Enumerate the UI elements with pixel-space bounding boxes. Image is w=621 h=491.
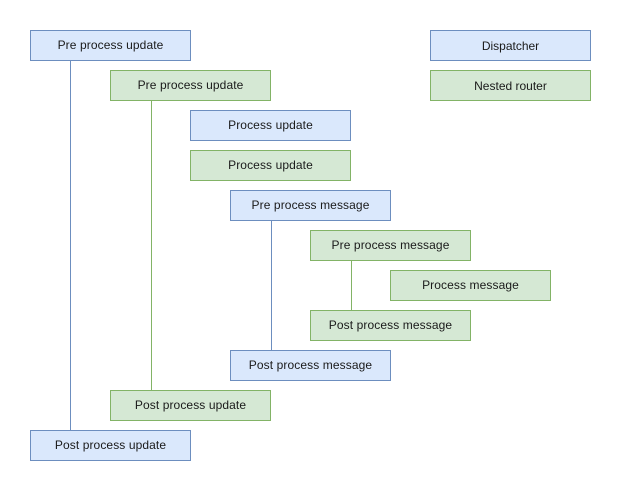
node-process-message-router[interactable]: Process message — [390, 270, 551, 301]
node-label: Process message — [422, 278, 519, 293]
node-label: Process update — [228, 158, 313, 173]
node-post-process-message-router[interactable]: Post process message — [310, 310, 471, 341]
node-process-update-dispatcher[interactable]: Process update — [190, 110, 351, 141]
node-pre-process-message-dispatcher[interactable]: Pre process message — [230, 190, 391, 221]
legend-label: Dispatcher — [481, 38, 540, 53]
node-pre-process-update-dispatcher[interactable]: Pre process update — [30, 30, 191, 61]
node-post-process-message-dispatcher[interactable]: Post process message — [230, 350, 391, 381]
legend-label: Nested router — [474, 78, 547, 93]
node-label: Post process message — [248, 358, 373, 373]
node-process-update-router[interactable]: Process update — [190, 150, 351, 181]
node-label: Post process message — [328, 318, 453, 333]
node-pre-process-update-router[interactable]: Pre process update — [110, 70, 271, 101]
node-label: Pre process message — [331, 238, 450, 253]
connector-outer-dispatcher — [70, 61, 71, 430]
node-post-process-update-dispatcher[interactable]: Post process update — [30, 430, 191, 461]
node-label: Pre process update — [137, 78, 244, 93]
node-label: Post process update — [54, 438, 167, 453]
connector-outer-router — [151, 101, 152, 390]
legend-dispatcher[interactable]: Dispatcher — [430, 30, 591, 61]
node-label: Post process update — [134, 398, 247, 413]
node-label: Process update — [228, 118, 313, 133]
legend-nested-router[interactable]: Nested router — [430, 70, 591, 101]
node-post-process-update-router[interactable]: Post process update — [110, 390, 271, 421]
node-label: Pre process message — [251, 198, 370, 213]
node-label: Pre process update — [57, 38, 164, 53]
connector-inner-router — [351, 261, 352, 310]
connector-inner-dispatcher — [271, 221, 272, 350]
node-pre-process-message-router[interactable]: Pre process message — [310, 230, 471, 261]
